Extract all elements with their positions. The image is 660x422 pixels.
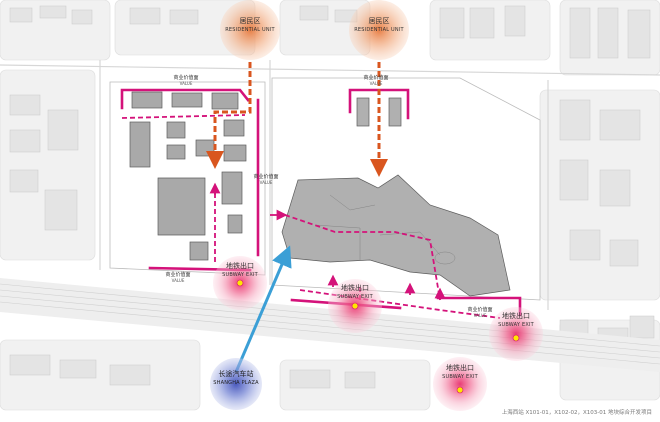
right-parcel-buildings xyxy=(281,97,511,297)
frontage-label-cn: 商业价值面 xyxy=(165,271,190,278)
subway-exit-label-cn: 地铁出口 xyxy=(502,311,530,320)
bus-station-label-cn: 长途汽车站 xyxy=(219,369,254,378)
frontage-arrows xyxy=(209,182,446,300)
frontage-label-2: 商业价值面 VALUE xyxy=(363,74,388,86)
residential-label-en: RESIDENTIAL UNIT xyxy=(225,27,275,33)
subway-exit-1: 地铁出口 SUBWAY EXIT xyxy=(213,256,267,310)
residential-flow-arrows xyxy=(206,62,388,177)
subway-exit-label-cn: 地铁出口 xyxy=(226,261,254,270)
right-parcel-details xyxy=(314,194,456,265)
frontage-label-en: VALUE xyxy=(474,313,487,318)
subway-exit-label-cn: 地铁出口 xyxy=(446,363,474,372)
roads xyxy=(0,60,660,310)
residential-label-cn: 居民区 xyxy=(240,17,261,25)
frontage-label-cn: 商业价值面 xyxy=(363,74,388,81)
bus-station-label-en: SHANGHA PLAZA xyxy=(213,380,259,386)
frontage-label-cn: 商业价值面 xyxy=(173,74,198,81)
frontage-label-cn: 商业价值面 xyxy=(253,173,278,180)
frontage-label-en: VALUE xyxy=(370,81,383,86)
subway-exit-label-cn: 地铁出口 xyxy=(341,283,369,292)
subway-exit-3: 地铁出口 SUBWAY EXIT xyxy=(489,307,543,361)
project-caption: 上海西站 X101-01，X102-02，X103-01 地块综合开发项目 xyxy=(502,408,652,416)
frontage-label-4: 商业价值面 VALUE xyxy=(165,271,190,283)
frontage-label-en: VALUE xyxy=(180,81,193,86)
bus-station: 长途汽车站 SHANGHA PLAZA xyxy=(210,358,262,410)
frontage-label-en: VALUE xyxy=(172,278,185,283)
residential-label-cn: 居民区 xyxy=(369,17,390,25)
frontage-label-5: 商业价值面 VALUE xyxy=(467,306,492,318)
frontage-label-3: 商业价值面 VALUE xyxy=(253,173,278,185)
subway-exit-4: 地铁出口 SUBWAY EXIT xyxy=(433,357,487,411)
residential-unit-1: 居民区 RESIDENTIAL UNIT xyxy=(220,0,280,60)
subway-exit-label-en: SUBWAY EXIT xyxy=(337,294,373,300)
residential-unit-2: 居民区 RESIDENTIAL UNIT xyxy=(349,0,409,60)
bus-route-arrow xyxy=(234,245,292,373)
subway-exit-label-en: SUBWAY EXIT xyxy=(498,322,534,328)
frontage-label-cn: 商业价值面 xyxy=(467,306,492,313)
subway-exit-2: 地铁出口 SUBWAY EXIT xyxy=(328,279,382,333)
left-parcel-buildings xyxy=(129,91,247,261)
subway-exit-label-en: SUBWAY EXIT xyxy=(442,374,478,380)
residential-label-en: RESIDENTIAL UNIT xyxy=(354,27,404,33)
frontage-label-en: VALUE xyxy=(260,180,273,185)
frontage-label-1: 商业价值面 VALUE xyxy=(173,74,198,86)
context-buildings xyxy=(9,5,655,389)
subway-exit-label-en: SUBWAY EXIT xyxy=(222,272,258,278)
